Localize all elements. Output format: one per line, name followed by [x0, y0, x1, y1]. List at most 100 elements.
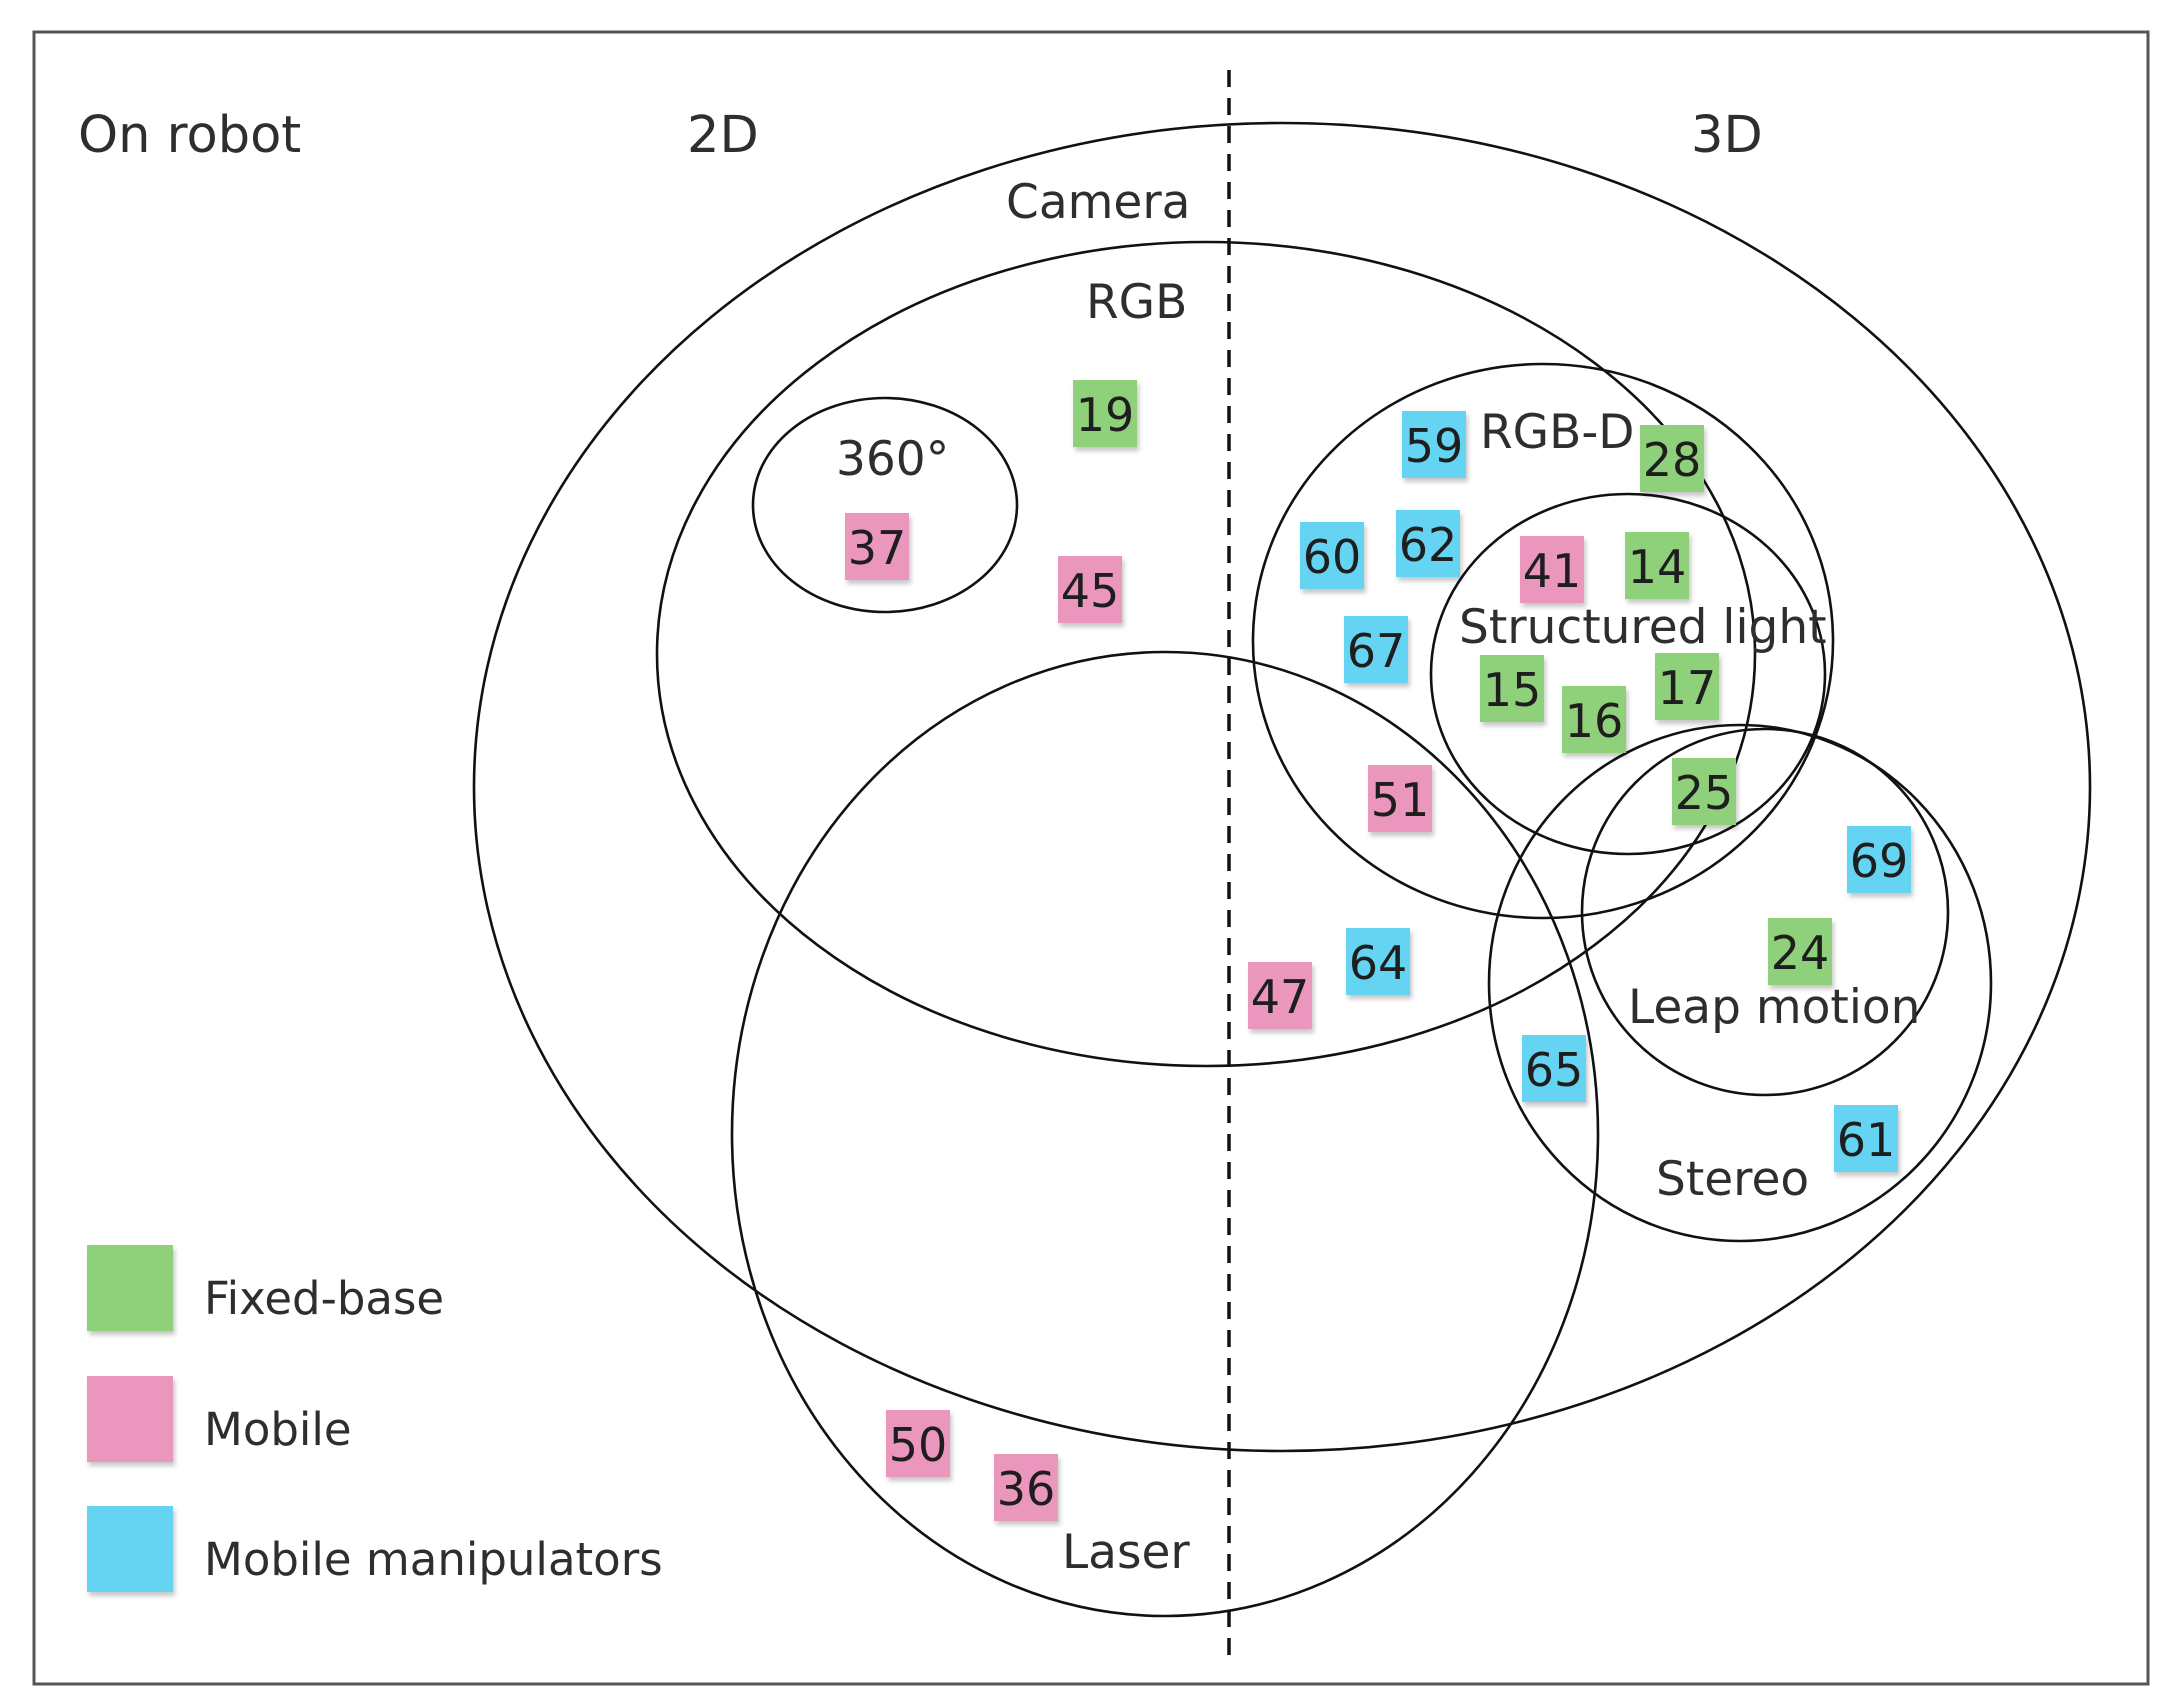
note-41-label: 41: [1523, 544, 1582, 598]
sticky-note-59: 59: [1402, 411, 1466, 478]
set-rgb-boundary: [655, 240, 1757, 1068]
sticky-note-65: 65: [1522, 1035, 1586, 1102]
sticky-note-67: 67: [1344, 616, 1408, 683]
sticky-note-47: 47: [1248, 962, 1312, 1029]
set-structured-light-boundary: [1429, 492, 1827, 856]
note-50-label: 50: [889, 1418, 948, 1472]
sticky-note-19: 19: [1073, 380, 1137, 447]
structured-light-label: Structured light: [1459, 600, 1827, 655]
legend-label-mobile-manipulators: Mobile manipulators: [204, 1533, 663, 1586]
stereo-label: Stereo: [1656, 1152, 1809, 1207]
360-label: 360°: [836, 432, 949, 487]
legend-label-mobile: Mobile: [204, 1403, 352, 1456]
legend-item-mobile: Mobile: [87, 1376, 352, 1462]
note-36-background: [994, 1454, 1058, 1521]
rgb-label: RGB: [1086, 275, 1187, 330]
sticky-note-60: 60: [1300, 522, 1364, 589]
note-19-background: [1073, 380, 1137, 447]
sticky-note-15: 15: [1480, 655, 1544, 722]
sticky-note-51: 51: [1368, 765, 1432, 832]
note-37-label: 37: [848, 521, 907, 575]
note-15-label: 15: [1483, 663, 1542, 717]
note-61-label: 61: [1837, 1113, 1896, 1167]
note-41-background: [1520, 536, 1584, 603]
note-15-background: [1480, 655, 1544, 722]
camera-label: Camera: [1006, 175, 1190, 230]
laser-label: Laser: [1062, 1525, 1190, 1580]
set-rgbd-boundary: [1251, 362, 1835, 920]
note-64-label: 64: [1349, 936, 1408, 990]
set-360-boundary: [751, 396, 1019, 614]
note-17-background: [1655, 653, 1719, 720]
sticky-note-24: 24: [1768, 918, 1832, 985]
note-65-background: [1522, 1035, 1586, 1102]
on-robot-label: On robot: [78, 106, 301, 165]
legend-item-fixed-base: Fixed-base: [87, 1245, 444, 1331]
note-16-background: [1562, 686, 1626, 753]
legend-swatch-mobile-manipulators: [87, 1506, 173, 1592]
rgbd-label: RGB-D: [1480, 405, 1634, 460]
note-59-label: 59: [1405, 419, 1464, 473]
note-50-background: [886, 1410, 950, 1477]
note-45-label: 45: [1061, 564, 1120, 618]
note-45-background: [1058, 556, 1122, 623]
sticky-note-45: 45: [1058, 556, 1122, 623]
set-stereo-boundary: [1487, 723, 1993, 1243]
sticky-note-25: 25: [1672, 758, 1736, 825]
sticky-note-17: 17: [1655, 653, 1719, 720]
note-37-background: [845, 513, 909, 580]
note-67-background: [1344, 616, 1408, 683]
note-67-label: 67: [1347, 624, 1406, 678]
note-24-background: [1768, 918, 1832, 985]
sticky-note-64: 64: [1346, 928, 1410, 995]
sticky-note-62: 62: [1396, 510, 1460, 577]
note-14-label: 14: [1628, 540, 1687, 594]
sticky-note-14: 14: [1625, 532, 1689, 599]
note-47-background: [1248, 962, 1312, 1029]
set-camera-boundary: [472, 121, 2092, 1453]
note-69-label: 69: [1850, 834, 1909, 888]
note-14-background: [1625, 532, 1689, 599]
leap-motion-label: Leap motion: [1628, 980, 1920, 1035]
note-25-label: 25: [1675, 766, 1734, 820]
sticky-note-36: 36: [994, 1454, 1058, 1521]
note-60-background: [1300, 522, 1364, 589]
sticky-note-41: 41: [1520, 536, 1584, 603]
note-16-label: 16: [1565, 694, 1624, 748]
note-65-label: 65: [1525, 1043, 1584, 1097]
column-2d-label: 2D: [687, 106, 759, 165]
legend-label-fixed-base: Fixed-base: [204, 1272, 444, 1325]
note-61-background: [1834, 1105, 1898, 1172]
sticky-note-61: 61: [1834, 1105, 1898, 1172]
column-3d-label: 3D: [1691, 106, 1763, 165]
note-62-label: 62: [1399, 518, 1458, 572]
set-leap-motion-boundary: [1580, 727, 1950, 1097]
note-69-background: [1847, 826, 1911, 893]
note-51-label: 51: [1371, 773, 1430, 827]
legend-swatch-fixed-base: [87, 1245, 173, 1331]
diagram-frame: [32, 30, 2150, 1686]
note-19-label: 19: [1076, 388, 1135, 442]
note-62-background: [1396, 510, 1460, 577]
sticky-note-28: 28: [1640, 425, 1704, 492]
note-25-background: [1672, 758, 1736, 825]
sticky-note-16: 16: [1562, 686, 1626, 753]
note-24-label: 24: [1771, 926, 1830, 980]
note-59-background: [1402, 411, 1466, 478]
legend-swatch-mobile: [87, 1376, 173, 1462]
note-28-label: 28: [1643, 433, 1702, 487]
note-28-background: [1640, 425, 1704, 492]
set-laser-boundary: [730, 650, 1600, 1618]
note-64-background: [1346, 928, 1410, 995]
legend-item-mobile-manipulators: Mobile manipulators: [87, 1506, 663, 1592]
note-51-background: [1368, 765, 1432, 832]
note-36-label: 36: [997, 1462, 1056, 1516]
sticky-note-69: 69: [1847, 826, 1911, 893]
note-17-label: 17: [1658, 661, 1717, 715]
sticky-note-50: 50: [886, 1410, 950, 1477]
legend: Fixed-base Mobile Mobile manipulators: [87, 1245, 663, 1592]
note-47-label: 47: [1251, 970, 1310, 1024]
sticky-note-37: 37: [845, 513, 909, 580]
note-60-label: 60: [1303, 530, 1362, 584]
